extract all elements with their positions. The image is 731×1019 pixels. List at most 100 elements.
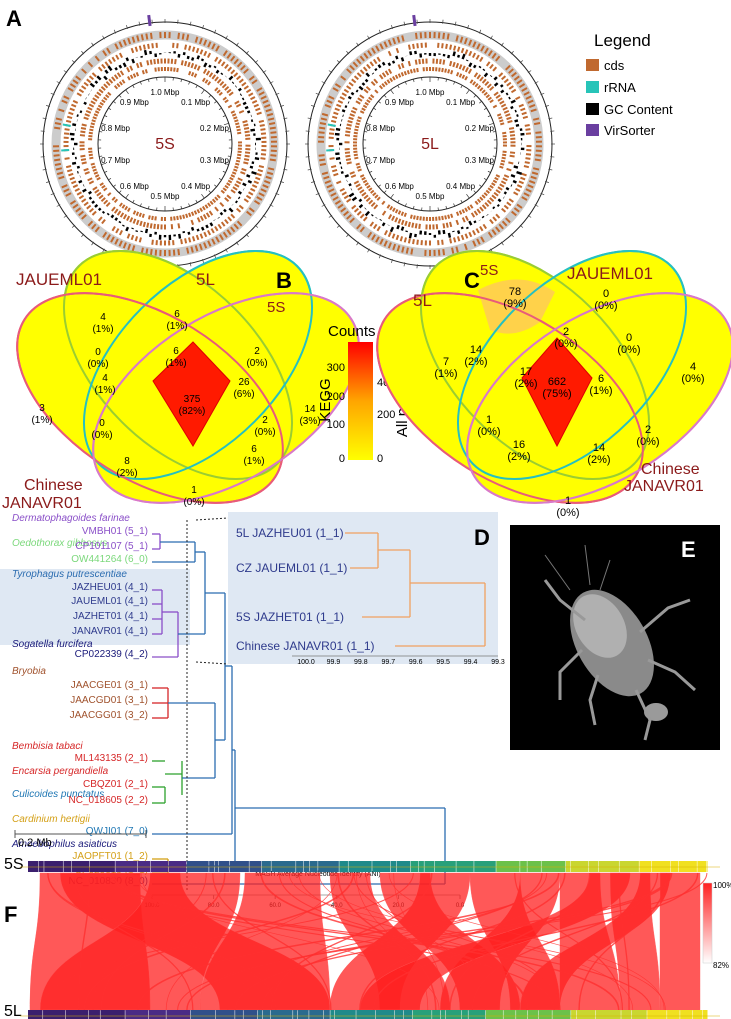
inner-axis-tick — [405, 81, 407, 85]
inner-axis-tick — [201, 193, 205, 199]
venn-region-percent: (1%) — [165, 358, 186, 369]
inner-axis-tick — [104, 115, 108, 118]
cds-feature — [66, 168, 73, 173]
outer-tick — [540, 92, 545, 96]
colorbar-left-tick: 200 — [327, 391, 345, 403]
cds-feature — [376, 196, 381, 201]
gc-content-bar — [503, 191, 507, 195]
cds-feature — [93, 171, 99, 175]
outer-tick — [71, 60, 76, 64]
dendrogram-leaf: QWJI01 (7_0) — [86, 826, 148, 837]
cds-feature — [344, 151, 351, 154]
cds-feature — [201, 205, 206, 211]
cds-swatch — [586, 59, 599, 71]
cds-feature — [368, 96, 373, 101]
inner-axis-tick — [364, 155, 368, 157]
cds-feature — [207, 202, 212, 207]
cds-feature — [487, 231, 493, 238]
cds-feature — [484, 201, 490, 208]
gc-content-bar — [79, 110, 83, 114]
contig-block — [651, 861, 671, 872]
cds-feature — [479, 226, 484, 232]
cds-feature — [176, 67, 179, 73]
inner-axis-tick — [453, 81, 455, 85]
inner-axis-tick — [369, 115, 373, 118]
cds-feature — [127, 76, 131, 81]
cds-feature — [439, 59, 442, 65]
cds-feature — [499, 183, 505, 188]
cds-feature — [151, 215, 154, 221]
cds-feature — [98, 194, 104, 200]
venn-region-percent: (82%) — [179, 406, 206, 417]
gc-content-bar — [97, 207, 102, 212]
gc-content-bar — [505, 186, 510, 191]
venn-region-count: 3 — [39, 403, 45, 414]
cds-feature — [387, 242, 392, 249]
cds-feature — [203, 50, 208, 57]
venn-region-percent: (0%) — [183, 497, 204, 508]
venn-region-percent: (1%) — [94, 385, 115, 396]
panel-label-a: A — [6, 6, 22, 31]
gc-content-bar — [76, 114, 79, 118]
inner-axis-tick — [473, 94, 477, 98]
gc-content-bar — [358, 198, 363, 203]
cds-feature — [67, 87, 74, 92]
cds-feature — [450, 69, 454, 75]
cds-feature — [401, 35, 405, 42]
cds-feature — [498, 72, 504, 78]
cds-feature — [446, 33, 450, 40]
cds-feature — [54, 158, 61, 162]
cds-feature — [72, 79, 79, 85]
cds-feature — [135, 219, 140, 226]
gc-content-bar — [391, 60, 396, 64]
cds-feature — [359, 55, 365, 62]
cds-feature — [116, 72, 122, 78]
cds-feature — [122, 214, 128, 220]
cds-feature — [349, 171, 355, 175]
cds-feature — [374, 89, 379, 94]
contig-block — [89, 861, 115, 872]
cds-feature — [376, 226, 381, 232]
contig-block — [249, 861, 262, 872]
cds-feature — [209, 200, 214, 205]
cds-feature — [88, 153, 93, 157]
inner-axis-tick — [222, 170, 226, 173]
cds-feature — [88, 75, 94, 81]
cds-feature — [89, 128, 94, 132]
inner-axis-tick — [101, 162, 107, 166]
cds-feature — [224, 197, 230, 202]
contig-block — [309, 861, 318, 872]
cds-feature — [139, 61, 143, 68]
outer-tick — [467, 25, 469, 30]
cds-feature — [199, 207, 203, 212]
cds-feature — [464, 76, 468, 81]
cds-feature — [107, 91, 112, 96]
cds-feature — [255, 107, 261, 112]
cds-feature — [333, 111, 339, 116]
outer-tick — [321, 204, 326, 207]
cds-feature — [527, 184, 534, 189]
inner-axis-tick — [373, 177, 377, 181]
colorbar-left-tick: 300 — [327, 362, 345, 374]
inner-axis-tick — [466, 193, 470, 199]
venn-region-percent: (1%) — [589, 385, 612, 397]
contig-block — [318, 861, 339, 872]
gc-content-bar — [514, 109, 517, 113]
cds-feature — [355, 122, 360, 126]
cds-feature — [253, 199, 261, 205]
cds-feature — [389, 77, 394, 83]
cds-feature — [319, 158, 326, 162]
cds-feature — [508, 161, 514, 165]
cds-feature — [204, 204, 209, 209]
cds-feature — [357, 116, 362, 120]
cds-feature — [359, 213, 365, 219]
venn-region-count: 0 — [626, 332, 632, 344]
gc-content-bar — [465, 226, 469, 230]
gc-content-bar — [103, 75, 108, 81]
cds-feature — [248, 92, 254, 97]
cds-feature — [118, 240, 123, 247]
contig-block — [412, 1010, 432, 1019]
gc-content-bar — [242, 182, 247, 187]
cds-feature — [378, 85, 384, 90]
cds-feature — [414, 59, 418, 65]
